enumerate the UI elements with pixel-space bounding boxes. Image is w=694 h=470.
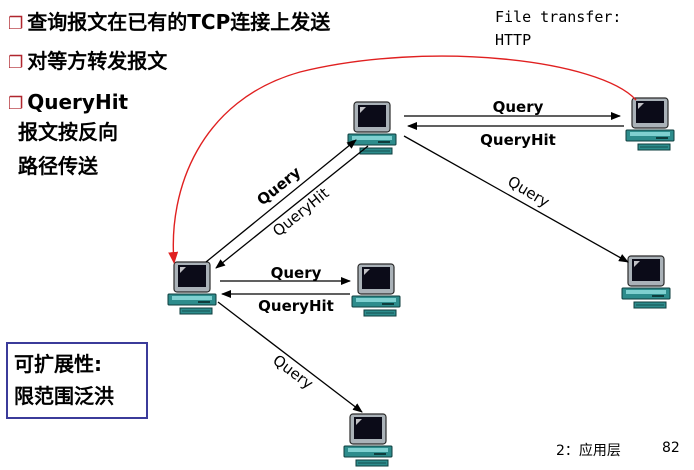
- callout-line1: 可扩展性:: [14, 352, 102, 376]
- edge-label-top-queryhit: QueryHit: [480, 131, 556, 149]
- http-label: HTTP: [495, 31, 532, 49]
- edge-label-top-query: Query: [493, 98, 544, 116]
- edge-label-mid-query: Query: [271, 264, 322, 282]
- bullet-text: 对等方转发报文: [27, 49, 168, 73]
- page-number: 82: [662, 440, 680, 456]
- computer-icon: [343, 413, 393, 467]
- bullet-icon: ❐: [8, 14, 24, 34]
- bullet-icon: ❐: [8, 94, 24, 114]
- computer-icon: [347, 101, 397, 155]
- bullet-text: 查询报文在已有的TCP连接上发送: [27, 10, 331, 34]
- edge-label-mid-queryhit: QueryHit: [258, 297, 334, 315]
- queryhit-desc-line2: 路径传送: [18, 154, 98, 178]
- http-transfer-arrow: [168, 55, 637, 264]
- computer-icon: [625, 97, 675, 151]
- scalability-callout: 可扩展性: 限范围泛洪: [6, 342, 148, 419]
- chapter-label: 2：应用层: [556, 443, 621, 459]
- bullet-queryhit: ❐QueryHit: [8, 88, 128, 118]
- computer-icon: [621, 255, 671, 309]
- callout-line2: 限范围泛洪: [14, 384, 114, 408]
- bullet-icon: ❐: [8, 53, 24, 73]
- queryhit-desc-line1: 报文按反向: [18, 120, 118, 144]
- edge-label-down-query: Query: [269, 351, 316, 393]
- computer-icon: [167, 261, 217, 315]
- bullet-text: QueryHit: [27, 90, 129, 114]
- file-transfer-label: File transfer:: [495, 8, 622, 26]
- file-transfer-note: File transfer: HTTP: [495, 6, 621, 52]
- computer-icon: [351, 263, 401, 317]
- bullet-forward: ❐对等方转发报文: [8, 47, 167, 77]
- bullet-tcp-query: ❐查询报文在已有的TCP连接上发送: [8, 8, 330, 38]
